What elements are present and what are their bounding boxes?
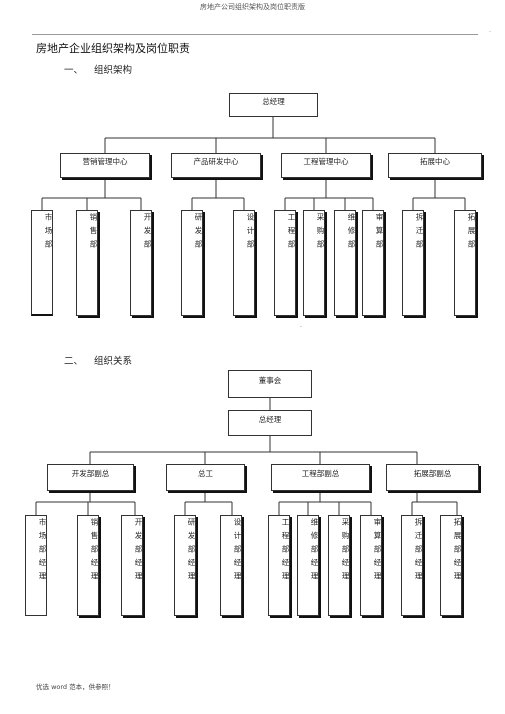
section-1-number: 一、	[64, 65, 84, 76]
org-node-manager: 工程部经理	[268, 515, 290, 616]
org-node-dept: 审算部	[362, 210, 384, 316]
org-node-manager: 维修部经理	[297, 515, 319, 616]
org-node-dept: 拆迁部	[402, 210, 424, 316]
org-node-board: 董事会	[228, 370, 312, 398]
org-node-manager: 拓展部经理	[440, 515, 462, 616]
document-title: 房地产企业组织架构及岗位职责	[36, 42, 190, 55]
section-2-heading: 二、组织关系	[64, 353, 132, 367]
org-node-manager: 采购部经理	[328, 515, 350, 616]
org-node-dept: 市场部	[31, 210, 53, 316]
org-node-center-engineering: 工程管理中心	[281, 153, 371, 178]
org-node-chief-engineer: 总工	[166, 464, 245, 491]
org-node-manager: 研发部经理	[174, 515, 196, 616]
header-dot: .	[489, 27, 491, 34]
org-node-center-product: 产品研发中心	[171, 153, 261, 178]
org-node-manager: 设计部经理	[220, 515, 242, 616]
org-node-dept: 采购部	[303, 210, 325, 316]
org-node-dept: 销售部	[76, 210, 98, 316]
org-node-manager: 市场部经理	[25, 515, 47, 616]
org-node-gm: 总经理	[228, 410, 312, 436]
org-node-vp-expansion: 拓展部副总	[386, 464, 479, 491]
org-node-dept: 工程部	[274, 210, 296, 316]
org-node-center-expansion: 拓展中心	[388, 153, 482, 178]
org-node-dept: 开发部	[130, 210, 152, 316]
section-2-label: 组织关系	[94, 356, 133, 367]
org-node-dept: 拓展部	[454, 210, 476, 316]
org-node-manager: 开发部经理	[121, 515, 143, 616]
section-1-heading: 一、组织架构	[64, 62, 132, 76]
org-node-dept: 设计部	[233, 210, 255, 316]
section-2-number: 二、	[64, 356, 84, 367]
org-node-dept: 研发部	[181, 210, 203, 316]
org-node-vp-engineering: 工程部副总	[271, 464, 370, 491]
org-node-center-marketing: 营销管理中心	[60, 153, 150, 178]
stray-dot: .	[300, 322, 302, 329]
footer-note: 优选 word 范本，供参照！	[36, 683, 115, 691]
org-node-manager: 拆迁部经理	[401, 515, 423, 616]
running-header: 房地产公司组织架构及岗位职责版	[200, 3, 305, 11]
section-1-label: 组织架构	[94, 65, 133, 76]
header-rule	[32, 34, 478, 35]
org-node-general-manager: 总经理	[229, 93, 318, 117]
org-node-vp-development: 开发部副总	[47, 464, 134, 491]
org-node-manager: 销售部经理	[77, 515, 99, 616]
org-node-dept: 维修部	[334, 210, 356, 316]
org-node-manager: 审算部经理	[360, 515, 382, 616]
